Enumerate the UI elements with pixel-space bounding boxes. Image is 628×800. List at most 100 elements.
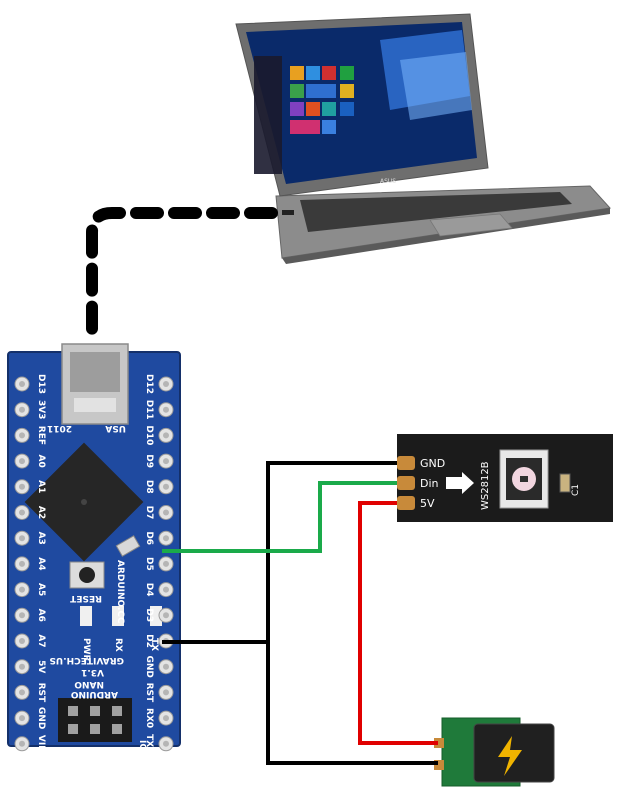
right-pin-label: D7 [144, 506, 154, 520]
laptop-brand: ASUS [380, 178, 396, 185]
right-pin-hole [163, 715, 169, 722]
silk-pwr: PWR [81, 638, 91, 662]
left-pin-label: GND [36, 707, 46, 729]
wire-data [162, 481, 397, 553]
left-pin-hole [19, 406, 25, 413]
cap-label: C1 [571, 484, 581, 496]
silk-brand: ARDUINO.CC [115, 560, 125, 624]
left-pin-label: A5 [36, 583, 46, 596]
left-pin-label: REF [36, 426, 46, 445]
left-pin-label: A7 [36, 634, 46, 647]
left-pin-hole [19, 560, 25, 567]
right-pin-hole [163, 432, 169, 439]
left-pin-hole [19, 509, 25, 516]
right-pin-label: D5 [144, 557, 154, 571]
data-direction-arrow [446, 472, 474, 494]
right-pin-hole [163, 535, 169, 542]
laptop-keyboard [300, 192, 572, 232]
right-pin-label: RX0 [144, 708, 154, 728]
right-pin-hole [163, 586, 169, 593]
left-pin-hole [19, 586, 25, 593]
left-pin-label: 3V3 [36, 400, 46, 420]
silk-reset: RESET [69, 593, 102, 603]
icsp-header [58, 698, 132, 742]
right-pin-hole [163, 612, 169, 619]
left-pin-label: A3 [36, 532, 46, 545]
wires [162, 461, 438, 765]
silk-family: ARDUINO [70, 689, 118, 699]
pad-gnd-label: GND [420, 457, 445, 470]
left-pin-hole [19, 638, 25, 644]
laptop: ASUS [235, 13, 611, 264]
right-pin-label: RST [144, 683, 154, 703]
right-pin-label: D4 [144, 583, 154, 597]
right-pin-hole [163, 740, 169, 747]
right-pin-hole [163, 689, 169, 696]
right-pin-label: D8 [144, 480, 154, 494]
capacitor [559, 473, 571, 493]
left-pin-hole [19, 663, 25, 670]
silk-name: NANO [74, 679, 104, 689]
left-pin-label: D13 [36, 374, 46, 394]
laptop-touchpad [429, 213, 513, 237]
left-pin-label: 5V [36, 660, 46, 673]
right-pin-label: TX1 [144, 734, 154, 753]
usb-cable [86, 207, 278, 346]
left-pin-label: VIN [36, 735, 46, 753]
arduino-nano: 2011 USA RESET PWR RX TX ARDUINO.CC GRAV… [7, 343, 181, 764]
left-pin-hole [19, 740, 25, 747]
right-pin-hole [163, 560, 169, 567]
left-pin-label: A0 [36, 454, 46, 467]
pad-din-label: Din [420, 477, 439, 490]
pad-din [397, 476, 415, 490]
left-pin-hole [19, 689, 25, 696]
left-pin-label: A1 [36, 480, 46, 493]
start-menu [254, 56, 354, 174]
left-pin-hole [19, 381, 25, 387]
power-bolt-icon [498, 736, 522, 776]
silk-version: V3.1 [81, 667, 104, 677]
silk-usa: USA [105, 423, 126, 433]
left-pin-label: RST [36, 683, 46, 703]
wire-gnd [266, 461, 438, 765]
left-pin-hole [19, 535, 25, 542]
left-pin-hole [19, 612, 25, 619]
left-pin-hole [19, 715, 25, 722]
right-pin-label: GND [144, 656, 154, 678]
right-pin-label: D10 [144, 425, 154, 445]
left-pin-hole [19, 483, 25, 490]
power-connector [434, 717, 555, 787]
silk-maker: GRAVITECH.US [49, 655, 124, 665]
led-strip: GND Din 5V WS2812B C1 [397, 434, 613, 522]
silk-icsp: ICSP [137, 740, 147, 764]
left-pin-label: A6 [36, 609, 46, 622]
left-pin-label: A2 [36, 506, 46, 519]
right-pin-hole [163, 406, 169, 413]
right-pin-label: D2 [144, 634, 154, 648]
left-pin-label: A4 [36, 557, 46, 570]
right-pin-hole [163, 663, 169, 670]
right-pin-hole [163, 483, 169, 490]
chip-label: WS2812B [480, 461, 491, 510]
right-pin-hole [163, 509, 169, 516]
right-pin-label: D9 [144, 454, 154, 468]
silk-tx: TX [149, 638, 159, 651]
silk-rx: RX [113, 638, 123, 652]
right-pin-label: D11 [144, 400, 154, 420]
left-pin-hole [19, 458, 25, 465]
right-pin-hole [163, 458, 169, 465]
right-pin-label: D3 [144, 608, 154, 622]
left-pin-hole [19, 432, 25, 439]
laptop-usb-port [282, 210, 294, 215]
right-pin-hole [163, 381, 169, 387]
wire-power [358, 501, 438, 745]
pad-5v [397, 496, 415, 510]
pad-5v-label: 5V [420, 497, 435, 510]
right-pin-label: D12 [144, 374, 154, 394]
pad-gnd [397, 456, 415, 470]
silk-year: 2011 [47, 423, 72, 433]
right-pin-label: D6 [144, 531, 154, 545]
